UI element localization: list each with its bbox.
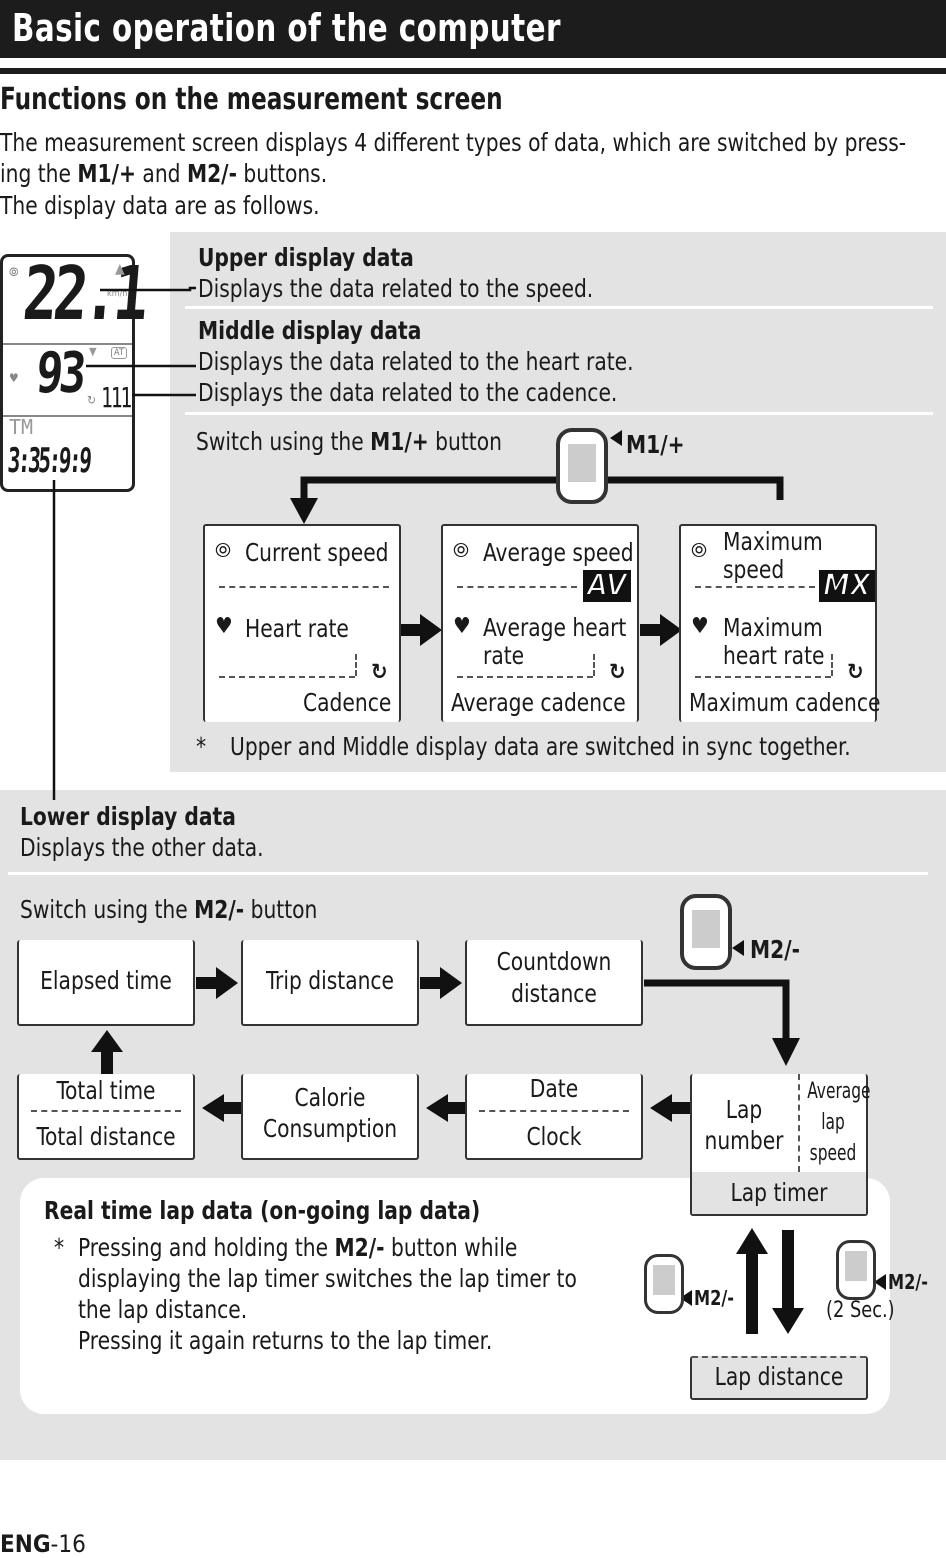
cadence-label: Cadence xyxy=(303,688,392,717)
cadence-icon: ↻ xyxy=(609,660,626,685)
intro-line-3: The display data are as follows. xyxy=(0,191,320,220)
m1-device-icon[interactable] xyxy=(556,428,608,504)
lcd-display: ⦾ 22.1 ▲ km/h AT ▼ ♥ 93 ↻ 111 TM 3:35:9:… xyxy=(0,251,147,492)
upper-title: Upper display data xyxy=(198,243,414,272)
lap-timer-box: Lap number Average lap speed Lap timer xyxy=(690,1074,871,1216)
m2-device-icon[interactable] xyxy=(680,894,732,970)
clock-label: Clock xyxy=(526,1122,582,1151)
total-box: Total time Total distance xyxy=(17,1074,195,1160)
elapsed-time-label: Elapsed time xyxy=(40,966,172,995)
current-speed-label: Current speed xyxy=(245,538,389,567)
speed-sensor-icon: ⦾ xyxy=(453,538,469,562)
lcd-at-badge: AT xyxy=(111,347,127,359)
realtime-title: Real time lap data (on-going lap data) xyxy=(44,1196,481,1225)
upper-divider-1 xyxy=(185,306,933,309)
lcd-cadence-value: 111 xyxy=(101,381,132,414)
realtime-line-2: displaying the lap timer switches the la… xyxy=(78,1264,577,1293)
total-distance-label: Total distance xyxy=(36,1122,176,1151)
box-maximum: ⦾ Maximum speed MX ♥ Maximum heart rate … xyxy=(679,524,881,722)
calorie-label: Calorie Consumption xyxy=(262,1083,398,1143)
lower-desc: Displays the other data. xyxy=(20,833,264,862)
m1-button-label[interactable]: M1/+ xyxy=(626,430,685,459)
lap-number-label: Lap number xyxy=(704,1095,784,1155)
average-heart-rate-label: Average heart rate xyxy=(483,613,627,670)
date-label: Date xyxy=(529,1074,579,1103)
section-title: Functions on the measurement screen xyxy=(0,82,503,117)
lcd-unit: km/h xyxy=(107,289,128,299)
title-bar xyxy=(0,0,946,58)
av-badge: AV xyxy=(583,569,631,603)
cadence-icon: ↻ xyxy=(371,660,388,685)
upper-switch-text: Switch using the M1/+ button xyxy=(196,427,502,456)
speed-sensor-icon: ⦾ xyxy=(215,538,231,562)
lcd-tm-label: TM xyxy=(9,415,34,439)
date-clock-box: Date Clock xyxy=(465,1074,643,1160)
middle-title: Middle display data xyxy=(198,316,422,345)
m2-right-label[interactable]: M2/- xyxy=(888,1270,929,1294)
heart-icon: ♥ xyxy=(215,614,233,639)
lcd-cadence-icon: ↻ xyxy=(87,393,97,407)
average-speed-label: Average speed xyxy=(483,538,634,567)
lower-switch-text: Switch using the M2/- button xyxy=(20,895,318,924)
middle-desc-2: Displays the data related to the cadence… xyxy=(198,378,618,407)
lcd-speed-icon: ⦾ xyxy=(9,265,19,279)
upper-note: Upper and Middle display data are switch… xyxy=(230,732,851,761)
lcd-down-icon: ▼ xyxy=(89,345,97,358)
upper-divider-2 xyxy=(185,412,933,415)
box-current: ⦾ Current speed ♥ Heart rate ↻ Cadence xyxy=(203,524,401,722)
cadence-icon: ↻ xyxy=(847,660,864,685)
m2-button-label[interactable]: M2/- xyxy=(750,935,801,964)
countdown-label: Countdown distance xyxy=(496,947,612,1008)
m2-left-label[interactable]: M2/- xyxy=(694,1286,735,1310)
lap-distance-box: Lap distance xyxy=(690,1356,868,1400)
average-cadence-label: Average cadence xyxy=(451,688,626,717)
mx-badge: MX xyxy=(819,569,875,603)
title-rule xyxy=(0,68,946,74)
realtime-line-1: Pressing and holding the M2/- button whi… xyxy=(78,1233,518,1262)
two-sec-label: (2 Sec.) xyxy=(826,1298,895,1323)
calorie-box: Calorie Consumption xyxy=(241,1074,419,1160)
heart-rate-label: Heart rate xyxy=(245,614,349,643)
countdown-box: Countdown distance xyxy=(465,940,643,1026)
lap-distance-label: Lap distance xyxy=(714,1362,844,1391)
realtime-line-3: the lap distance. xyxy=(78,1295,248,1324)
trip-distance-label: Trip distance xyxy=(265,966,395,995)
lower-divider xyxy=(8,872,928,875)
realtime-star: * xyxy=(54,1233,65,1262)
maximum-speed-label: Maximum speed xyxy=(723,527,823,584)
intro-line-1: The measurement screen displays 4 differ… xyxy=(0,128,907,157)
m2-small-device-icon[interactable] xyxy=(644,1254,684,1314)
upper-note-star: * xyxy=(196,732,207,761)
m2-small-device-icon-right[interactable] xyxy=(836,1240,876,1300)
heart-icon: ♥ xyxy=(453,614,471,639)
heart-icon: ♥ xyxy=(691,614,709,639)
elapsed-time-box: Elapsed time xyxy=(17,940,195,1026)
speed-sensor-icon: ⦾ xyxy=(691,538,707,562)
lower-title: Lower display data xyxy=(20,802,236,831)
lcd-up-icon: ▲ xyxy=(115,261,125,277)
realtime-line-4: Pressing it again returns to the lap tim… xyxy=(78,1326,493,1355)
middle-desc-1: Displays the data related to the heart r… xyxy=(198,347,634,376)
maximum-cadence-label: Maximum cadence xyxy=(689,688,881,717)
trip-distance-box: Trip distance xyxy=(241,940,419,1026)
intro-line-2: ing the M1/+ and M2/- buttons. xyxy=(0,159,328,188)
total-time-label: Total time xyxy=(56,1076,156,1105)
box-average: ⦾ Average speed AV ♥ Average heart rate … xyxy=(441,524,639,722)
maximum-heart-rate-label: Maximum heart rate xyxy=(723,613,825,670)
lcd-heart-icon: ♥ xyxy=(9,371,19,385)
upper-desc: Displays the data related to the speed. xyxy=(198,274,594,303)
page-number: ENG-16 xyxy=(0,1530,86,1558)
lap-timer-label: Lap timer xyxy=(730,1178,828,1207)
page-title: Basic operation of the computer xyxy=(12,6,561,50)
